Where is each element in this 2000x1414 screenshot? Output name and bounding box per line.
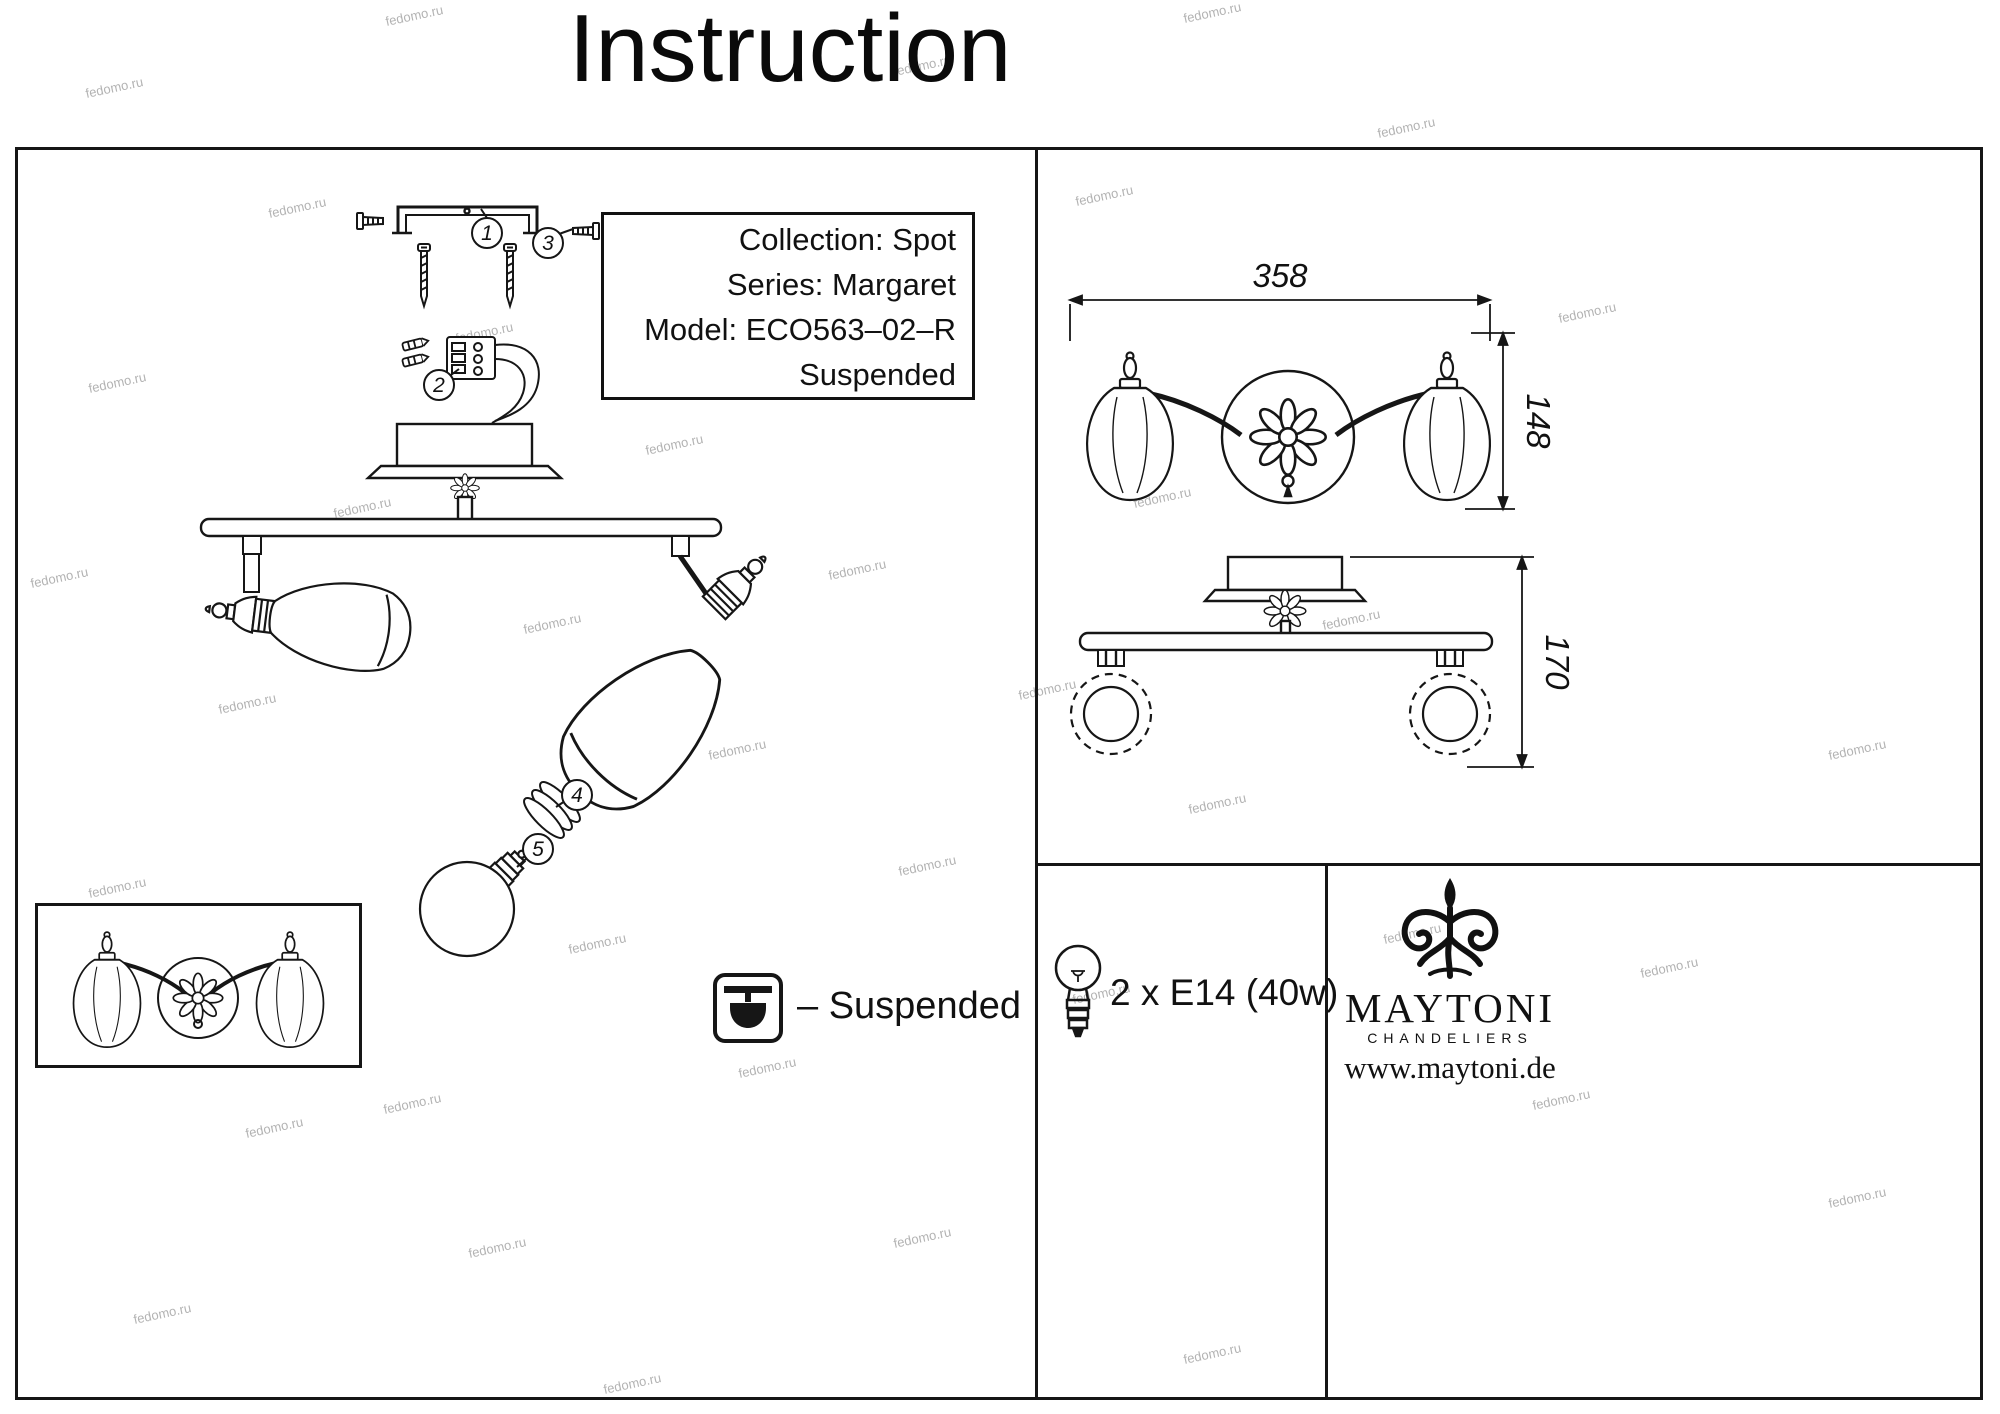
front-view-drawing	[1085, 351, 1492, 505]
brand-name: MAYTONI	[1344, 985, 1556, 1031]
info-model: Model: ECO563–02–R	[644, 312, 956, 347]
long-screw-right	[502, 242, 518, 308]
svg-text:2: 2	[432, 374, 445, 397]
vertical-divider-main	[1035, 147, 1038, 1400]
callout-2: 2	[423, 368, 460, 401]
brand-website: www.maytoni.de	[1344, 1050, 1556, 1085]
model-info-box: Collection: Spot Series: Margaret Model:…	[601, 212, 975, 400]
retaining-ring-drawing	[523, 781, 581, 839]
svg-text:148: 148	[1520, 393, 1557, 449]
side-screw-right	[571, 221, 601, 241]
dimension-views: 358 148	[1067, 257, 1576, 770]
brand-subtitle: CHANDELIERS	[1367, 1030, 1533, 1046]
watermark: fedomo.ru	[84, 74, 145, 101]
canopy-drawing	[364, 422, 565, 523]
watermark: fedomo.ru	[1182, 0, 1243, 26]
svg-text:358: 358	[1252, 257, 1308, 294]
mounting-bracket-drawing	[392, 205, 543, 235]
bulb-spec: 2 x E14 (40w)	[1110, 972, 1339, 1013]
callout-4: 4	[555, 779, 593, 811]
left-spot-drawing	[202, 535, 417, 678]
svg-text:4: 4	[571, 784, 583, 807]
assembly-diagram: 1 3 2 4 5	[199, 205, 779, 958]
wall-dowel-2	[400, 351, 431, 369]
vertical-divider-bottom-right	[1325, 863, 1328, 1400]
watermark: fedomo.ru	[384, 2, 445, 29]
wall-dowel-1	[400, 335, 431, 353]
suspended-label: – Suspended	[797, 985, 1021, 1027]
thumbnail-drawing	[35, 903, 362, 1068]
svg-text:5: 5	[532, 838, 544, 861]
svg-text:1: 1	[481, 222, 493, 245]
right-spot-holder-drawing	[671, 535, 779, 622]
front-height-dimension: 148	[1465, 330, 1557, 512]
long-screw-left	[416, 242, 432, 308]
mounting-bar-drawing	[199, 517, 723, 538]
maytoni-ornament-icon	[1401, 878, 1499, 979]
outer-border	[15, 147, 1983, 1400]
svg-text:170: 170	[1539, 634, 1576, 690]
svg-text:3: 3	[542, 232, 554, 255]
watermark: fedomo.ru	[1376, 114, 1437, 141]
terminal-block-drawing	[446, 336, 540, 424]
bulb-icon	[1054, 944, 1102, 1038]
bulb-drawing	[418, 849, 527, 958]
width-dimension: 358	[1067, 257, 1493, 341]
callout-3: 3	[532, 227, 574, 259]
info-series: Series: Margaret	[726, 267, 956, 302]
callout-5: 5	[516, 833, 554, 868]
page-title: Instruction	[568, 0, 1012, 102]
info-collection: Collection: Spot	[738, 222, 956, 257]
side-height-dimension: 170	[1350, 554, 1576, 770]
suspended-icon	[713, 973, 783, 1043]
info-mounting: Suspended	[799, 357, 956, 392]
side-screw-left	[355, 211, 385, 231]
top-view-drawing	[1069, 555, 1494, 756]
horizontal-divider-right	[1035, 863, 1983, 866]
callout-1: 1	[471, 208, 503, 249]
